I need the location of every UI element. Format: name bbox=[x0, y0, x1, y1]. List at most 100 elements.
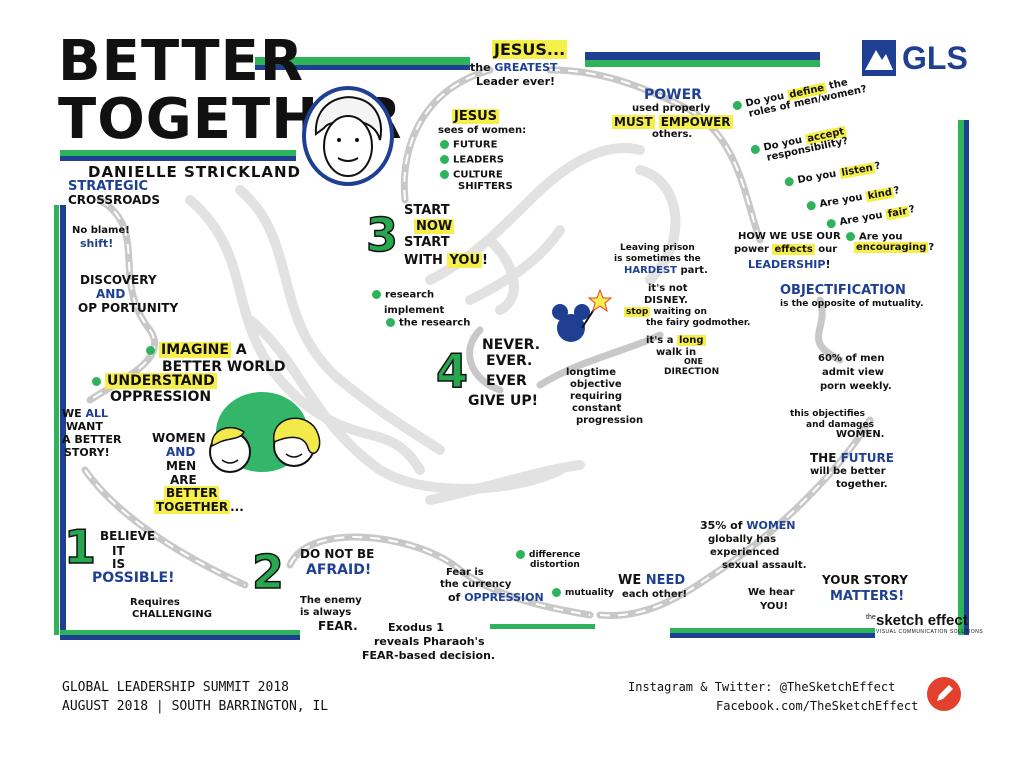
future-line-1: THE FUTURE bbox=[810, 452, 894, 465]
enemy-text: The enemy bbox=[300, 595, 362, 606]
assault-line-2: globally has bbox=[708, 534, 777, 545]
understand-word: UNDERSTAND bbox=[105, 373, 217, 389]
speaker-portrait-icon bbox=[302, 86, 394, 186]
assault-line-4: sexual assault. bbox=[722, 560, 807, 571]
are-text: ARE bbox=[170, 473, 197, 487]
jesus-heading: JESUS... bbox=[492, 40, 568, 59]
of-word: of bbox=[448, 591, 465, 604]
leadership-word: LEADERSHIP bbox=[748, 258, 826, 271]
step-4-number: 4 bbox=[435, 343, 469, 399]
leaders-item: LEADERS bbox=[440, 155, 504, 166]
sketch-effect-logo: sketch effect bbox=[876, 612, 968, 629]
sketch-effect-pencil-icon bbox=[927, 677, 961, 711]
culture-word: CULTURE bbox=[453, 169, 503, 181]
how-effects-word: effects bbox=[772, 244, 815, 255]
q6c: ? bbox=[928, 242, 935, 253]
mickey-wand-icon bbox=[552, 288, 613, 342]
distortion-text: distortion bbox=[530, 560, 580, 570]
discovery-text: DISCOVERY bbox=[80, 273, 157, 287]
men-text: MEN bbox=[166, 459, 197, 473]
assault-line-1: 35% of WOMEN bbox=[700, 520, 796, 532]
opportunity-text: OP PORTUNITY bbox=[78, 301, 179, 315]
oppression-left-text: OPPRESSION bbox=[110, 389, 212, 405]
footer-social[interactable]: Instagram & Twitter: @TheSketchEffect bbox=[628, 680, 896, 694]
together-word: TOGETHER bbox=[154, 500, 231, 514]
leadership-excl: ! bbox=[825, 258, 831, 271]
stats-line-3: porn weekly. bbox=[820, 381, 892, 392]
fear-text: FEAR. bbox=[318, 619, 358, 633]
greatest-line: the GREATEST bbox=[470, 62, 558, 74]
stop-waiting-line: stop waiting on bbox=[624, 307, 707, 317]
with-you-line: WITH YOU! bbox=[404, 253, 488, 268]
objectification-title: OBJECTIFICATION bbox=[780, 283, 906, 298]
we-all-line: WE ALL bbox=[62, 408, 108, 420]
it-text: IT bbox=[112, 544, 125, 558]
stats-line-6: WOMEN. bbox=[836, 429, 885, 440]
your-story-text: YOUR STORY bbox=[822, 573, 908, 587]
used-properly-text: used properly bbox=[632, 103, 711, 114]
and-text-2: AND bbox=[166, 445, 196, 459]
all-word: ALL bbox=[85, 407, 109, 420]
story-text: STORY! bbox=[64, 446, 110, 459]
requires-text: Requires bbox=[130, 597, 180, 608]
speaker-name: DANIELLE STRICKLAND bbox=[88, 163, 301, 181]
future-word-right: FUTURE bbox=[840, 451, 894, 465]
mutuality-word: mutuality bbox=[565, 588, 614, 598]
part-word: part. bbox=[676, 265, 708, 276]
currency-text: the currency bbox=[440, 579, 512, 590]
sketch-effect-the: the bbox=[866, 614, 876, 621]
imagine-a-word: A bbox=[230, 342, 247, 358]
challenging-text: CHALLENGING bbox=[132, 609, 212, 620]
possible-text: POSSIBLE! bbox=[92, 570, 175, 586]
others-text: others. bbox=[652, 129, 693, 140]
start-text: START bbox=[404, 203, 450, 218]
must-empower-line: MUST EMPOWER bbox=[612, 115, 733, 129]
requiring-text: requiring bbox=[570, 391, 623, 402]
frame-bars bbox=[54, 52, 969, 640]
jesus-word: JESUS... bbox=[492, 40, 568, 59]
stats-line-4: this objectifies bbox=[790, 409, 865, 419]
how-line-3: LEADERSHIP! bbox=[748, 259, 830, 271]
walk-in-text: walk in bbox=[656, 347, 697, 358]
its-not-text: it's not bbox=[648, 283, 688, 294]
we-hear-text: We hear bbox=[748, 587, 795, 598]
we-word: WE bbox=[62, 407, 86, 420]
give-up-text: GIVE UP! bbox=[468, 393, 538, 409]
imagine-line: IMAGINE A bbox=[146, 342, 247, 358]
culture-item: CULTURE bbox=[440, 170, 503, 181]
no-blame-text: No blame! bbox=[72, 225, 130, 236]
its-a-word: it's a bbox=[646, 335, 677, 346]
prison-line-2: is sometimes the bbox=[614, 254, 701, 264]
hardest-line: HARDEST part. bbox=[624, 265, 708, 277]
how-power-word: power bbox=[734, 244, 773, 255]
footer-event: GLOBAL LEADERSHIP SUMMIT 2018 bbox=[62, 680, 289, 695]
footer-facebook[interactable]: Facebook.com/TheSketchEffect bbox=[716, 699, 919, 713]
fear-is-text: Fear is bbox=[446, 567, 484, 578]
constant-text: constant bbox=[572, 403, 622, 414]
empower-word: EMPOWER bbox=[658, 115, 733, 129]
power-text: POWER bbox=[644, 87, 702, 103]
we-need-line: WE NEED bbox=[618, 574, 685, 588]
believe-text: BELIEVE bbox=[100, 529, 156, 543]
leader-ever-text: Leader ever! bbox=[476, 75, 556, 88]
with-word: WITH bbox=[404, 253, 448, 268]
difference-word: difference bbox=[529, 550, 581, 560]
sees-of-women-text: sees of women: bbox=[438, 125, 527, 136]
longtime-text: longtime bbox=[566, 367, 616, 378]
exodus-line-1: Exodus 1 bbox=[388, 621, 444, 634]
objectification-sub: is the opposite of mutuality. bbox=[780, 299, 924, 309]
difference-item: difference bbox=[516, 550, 580, 560]
need-word: NEED bbox=[645, 573, 686, 588]
stats-line-1: 60% of men bbox=[818, 353, 885, 364]
women-men-illustration-icon bbox=[209, 392, 321, 473]
step-2-number: 2 bbox=[251, 544, 285, 600]
future-line-3: together. bbox=[836, 479, 888, 490]
stats-line-5: and damages bbox=[806, 420, 874, 430]
sketch-effect-tagline: VISUAL COMMUNICATION SOLUTIONS bbox=[876, 629, 984, 635]
the-word: the bbox=[470, 61, 495, 74]
future-line-2: will be better bbox=[810, 466, 886, 477]
do-not-be-text: DO NOT BE bbox=[300, 547, 375, 561]
assault-percent: 35% of bbox=[700, 519, 747, 532]
